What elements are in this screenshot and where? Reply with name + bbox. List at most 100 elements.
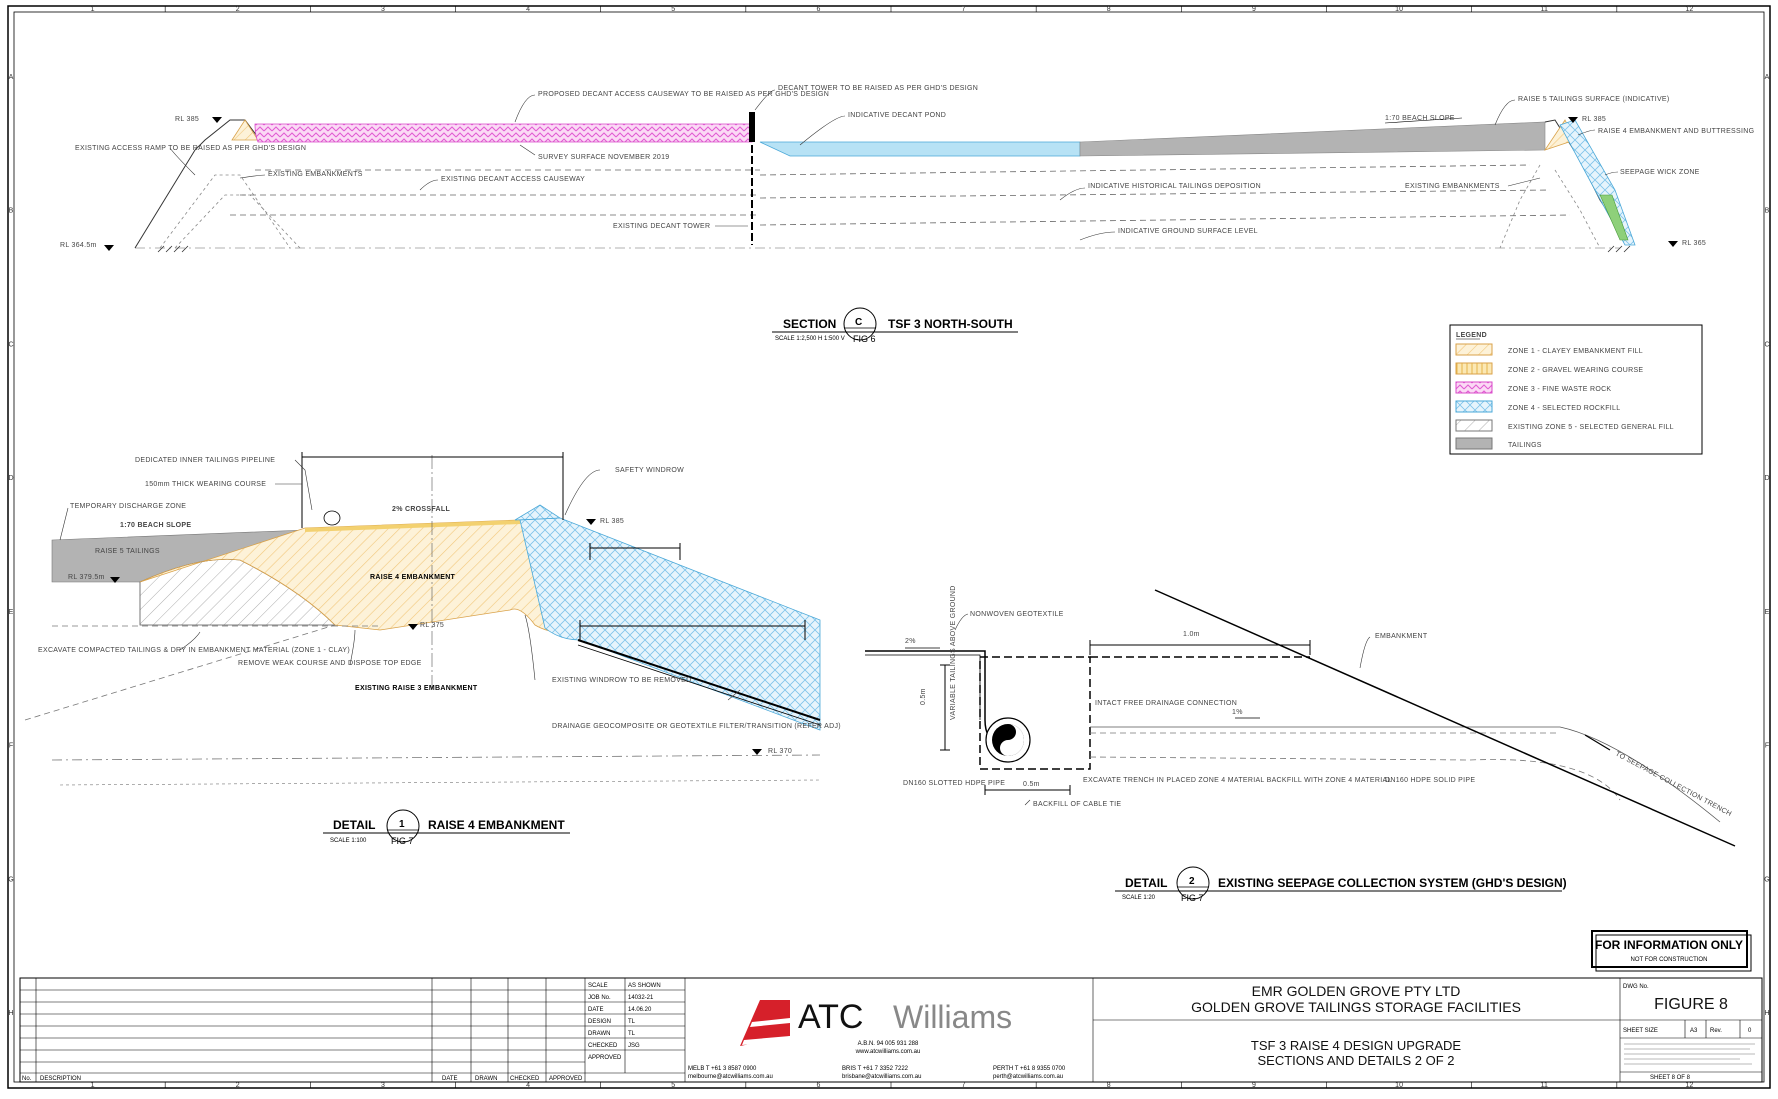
- label-beach-zone: TEMPORARY DISCHARGE ZONE: [70, 503, 186, 510]
- detail-1-title: RAISE 4 EMBANKMENT: [428, 818, 565, 832]
- label-geotextile: NONWOVEN GEOTEXTILE: [970, 611, 1064, 618]
- legend-item-tailings: TAILINGS: [1508, 442, 1542, 449]
- label-solid-pipe: DN160 HDPE SOLID PIPE: [1385, 777, 1475, 784]
- rev-header-drawn: DRAWN: [475, 1076, 497, 1082]
- detail-1-bubble: [386, 809, 420, 843]
- section-c-rl-right-top: RL 385: [1582, 116, 1606, 123]
- grid-col-12: 12: [1686, 1082, 1694, 1089]
- label-existing-embankments-right: EXISTING EMBANKMENTS: [1405, 183, 1500, 190]
- section-c-bubble: [843, 307, 877, 341]
- label-existing-tower: EXISTING DECANT TOWER: [613, 223, 710, 230]
- grid-col-10: 10: [1395, 6, 1403, 13]
- detail-2-fig: FIG 7: [1181, 893, 1204, 903]
- label-existing-embankment: EXISTING EMBANKMENTS: [268, 171, 363, 178]
- grid-row-F: F: [1765, 743, 1769, 750]
- legend-item-zone1: ZONE 1 - CLAYEY EMBANKMENT FILL: [1508, 348, 1643, 355]
- office-perth-email: perth@atcwilliams.com.au: [993, 1074, 1063, 1080]
- section-c-title: TSF 3 NORTH-SOUTH: [888, 317, 1013, 331]
- grid-col-1: 1: [91, 6, 95, 13]
- detail-1-number: 1: [399, 819, 405, 830]
- website: www.atcwilliams.com.au: [855, 1049, 921, 1055]
- office-bris-email: brisbane@atcwilliams.com.au: [842, 1074, 921, 1080]
- legend-swatch-zone5: [1455, 419, 1493, 432]
- detail-1-rl-top: RL 385: [600, 518, 624, 525]
- rev-header-checked: CHECKED: [510, 1076, 540, 1082]
- detail-2-dim-top: 1.0m: [1183, 631, 1200, 638]
- label-windrow: EXISTING WINDROW TO BE REMOVED: [552, 677, 691, 684]
- meta-val-date: 14.06.20: [628, 1007, 652, 1013]
- label-pipe: DN160 SLOTTED HDPE PIPE: [903, 780, 1005, 787]
- grid-col-5: 5: [671, 1082, 675, 1089]
- label-raise5: RAISE 5 TAILINGS SURFACE (INDICATIVE): [1518, 96, 1670, 103]
- grid-col-9: 9: [1252, 6, 1256, 13]
- grid-row-B: B: [1765, 208, 1770, 215]
- drawing-title-2: SECTIONS AND DETAILS 2 OF 2: [1258, 1053, 1455, 1068]
- sheet-size: A3: [1690, 1028, 1698, 1034]
- rev-value: 0: [1748, 1028, 1752, 1034]
- title-block: No. DESCRIPTION DATE DRAWN CHECKED APPRO…: [19, 977, 1763, 1083]
- office-perth-phone: PERTH T +61 8 9355 0700: [993, 1066, 1066, 1072]
- detail-2-dim-bot: 0.5m: [1023, 781, 1040, 788]
- label-gradient: 2%: [905, 638, 916, 645]
- sheet-border: [7, 5, 1771, 1089]
- stamp-main: FOR INFORMATION ONLY: [1595, 938, 1743, 952]
- detail-1-beach-slope: 1:70 BEACH SLOPE: [120, 522, 191, 529]
- label-wearing: 150mm THICK WEARING COURSE: [145, 481, 266, 488]
- office-melb-email: melbourne@atcwilliams.com.au: [688, 1074, 773, 1080]
- meta-key-drawn: DRAWN: [588, 1031, 610, 1037]
- label-decant-causeway: PROPOSED DECANT ACCESS CAUSEWAY TO BE RA…: [538, 91, 829, 98]
- detail-2-drawing: 1.0m 0.5m 0.5m VARIABLE TAILINGS ABOVE G…: [865, 585, 1736, 903]
- meta-key-approved: APPROVED: [588, 1055, 622, 1061]
- label-backfill: BACKFILL OF CABLE TIE: [1033, 801, 1121, 808]
- meta-val-scale: AS SHOWN: [628, 983, 661, 989]
- section-c-rl-right-bottom: RL 365: [1682, 240, 1706, 247]
- label-raise5-tailings: RAISE 5 TAILINGS: [95, 548, 160, 555]
- detail-1-raise4-label: RAISE 4 EMBANKMENT: [370, 574, 456, 581]
- grid-col-1: 1: [91, 1082, 95, 1089]
- label-ground: INDICATIVE GROUND SURFACE LEVEL: [1118, 228, 1258, 235]
- logo-atc: ATC: [798, 998, 863, 1036]
- grid-col-11: 11: [1541, 1082, 1548, 1089]
- sheet-size-label: SHEET SIZE: [1623, 1028, 1658, 1034]
- label-tailings-depth: VARIABLE TAILINGS ABOVE GROUND: [950, 585, 957, 720]
- detail-2-dim-h: 0.5m: [920, 688, 927, 705]
- grid-col-5: 5: [671, 6, 675, 13]
- legend-swatch-zone4: [1455, 400, 1493, 413]
- legend-title: LEGEND: [1456, 332, 1487, 339]
- office-bris-phone: BRIS T +61 7 3352 7222: [842, 1066, 909, 1072]
- legend-item-zone5: EXISTING ZONE 5 - SELECTED GENERAL FILL: [1508, 424, 1674, 431]
- label-raise4: RAISE 4 EMBANKMENT AND BUTTRESSING: [1598, 128, 1754, 135]
- stamp-sub: NOT FOR CONSTRUCTION: [1631, 957, 1708, 963]
- section-c-heading: SECTION: [783, 317, 836, 331]
- label-slope: 1%: [1232, 709, 1243, 716]
- grid-row-E: E: [1765, 609, 1770, 616]
- grid-col-3: 3: [381, 6, 385, 13]
- grid-row-F: F: [9, 743, 13, 750]
- meta-key-scale: SCALE: [588, 983, 608, 989]
- sheet-number: SHEET 8 OF 8: [1650, 1075, 1691, 1081]
- legend-swatch-zone2: [1455, 362, 1493, 375]
- grid-col-7: 7: [962, 6, 966, 13]
- grid-col-9: 9: [1252, 1082, 1256, 1089]
- project-name: GOLDEN GROVE TAILINGS STORAGE FACILITIES: [1191, 999, 1521, 1015]
- client-name: EMR GOLDEN GROVE PTY LTD: [1252, 983, 1461, 999]
- section-c-scale: SCALE 1:2,500 H 1:500 V: [775, 336, 845, 342]
- grid-col-12: 12: [1686, 6, 1694, 13]
- meta-key-job: JOB No.: [588, 995, 611, 1001]
- detail-1-drawing: RL 385 RL 379.5m RL 375 RL 370 2% CROSSF…: [24, 452, 841, 846]
- detail-1-crossfall: 2% CROSSFALL: [392, 506, 450, 513]
- section-c-letter: C: [855, 317, 862, 328]
- section-c-fig: FIG 6: [853, 334, 876, 344]
- meta-key-date: DATE: [588, 1007, 604, 1013]
- legend-item-zone2: ZONE 2 - GRAVEL WEARING COURSE: [1508, 367, 1643, 374]
- label-survey: SURVEY SURFACE NOVEMBER 2019: [538, 154, 669, 161]
- grid-row-D: D: [1764, 475, 1769, 482]
- office-melb-phone: MELB T +61 3 8587 0900: [688, 1066, 757, 1072]
- grid-col-10: 10: [1395, 1082, 1403, 1089]
- legend-swatch-zone1: [1455, 343, 1493, 356]
- meta-key-checked: CHECKED: [588, 1043, 618, 1049]
- rev-header-desc: DESCRIPTION: [40, 1076, 81, 1082]
- section-c-drawing: RL 385 RL 364.5m RL 385 RL 365 1:70 BEAC…: [60, 85, 1754, 344]
